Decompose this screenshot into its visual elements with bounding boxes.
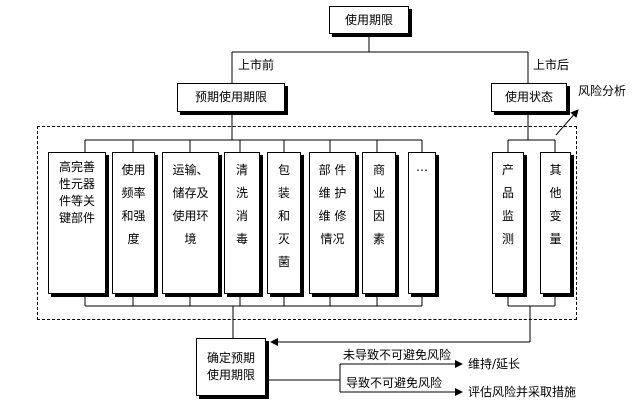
root-node: 使用期限 [329,6,409,34]
factor-text: 高完善 性元器 件等关 键部件 [58,160,95,225]
factor-text: 包 装 和 灭 菌 [277,163,290,269]
factor-text: 产 品 监 测 [501,163,514,246]
factor-text: 清 洗 消 毒 [235,163,248,246]
factor-box-commercial: 商 业 因 素 [362,152,396,294]
factor-box-packaging: 包 装 和 灭 菌 [267,152,301,294]
factor-box-maintenance: 部 件 维 护 维 修 情况 [309,152,356,294]
pre-market-node: 预期使用期限 [177,83,285,112]
factor-box-cleaning: 清 洗 消 毒 [224,152,260,294]
determine-text: 确定预期 使用期限 [206,351,255,382]
risk-analysis-label: 风险分析 [578,84,627,98]
factor-box-ellipsis: … [408,152,436,294]
factor-box-transport-storage: 运输、 储存及 使用环 境 [162,152,219,294]
factor-box-product-monitoring: 产 品 监 测 [492,152,524,294]
risk-result: 评估风险并采取措施 [468,385,577,399]
root-label: 使用期限 [344,12,393,27]
branch-label-left: 上市前 [238,58,275,72]
pre-market-label: 预期使用期限 [194,90,267,104]
no-risk-label: 未导致不可避免风险 [343,348,452,362]
factor-box-usage-frequency: 使用 频率 和强 度 [112,152,155,294]
post-market-label: 使用状态 [504,90,553,104]
factor-box-key-components: 高完善 性元器 件等关 键部件 [48,152,106,294]
branch-label-right: 上市后 [533,58,570,72]
factor-box-other-variables: 其 他 变 量 [540,152,571,294]
risk-label: 导致不可避免风险 [346,376,443,390]
factor-text: 使用 频率 和强 度 [121,163,146,246]
factor-text: 商 业 因 素 [372,163,385,246]
factor-text: 其 他 变 量 [549,163,562,246]
no-risk-result: 维持/延长 [468,357,521,371]
factor-group-frame [37,126,577,320]
factor-text: … [416,160,428,174]
determine-lifetime-node: 确定预期 使用期限 [196,338,266,396]
post-market-node: 使用状态 [491,83,567,112]
factor-text: 部 件 维 护 维 修 情况 [318,163,347,246]
factor-text: 运输、 储存及 使用环 境 [172,163,209,246]
